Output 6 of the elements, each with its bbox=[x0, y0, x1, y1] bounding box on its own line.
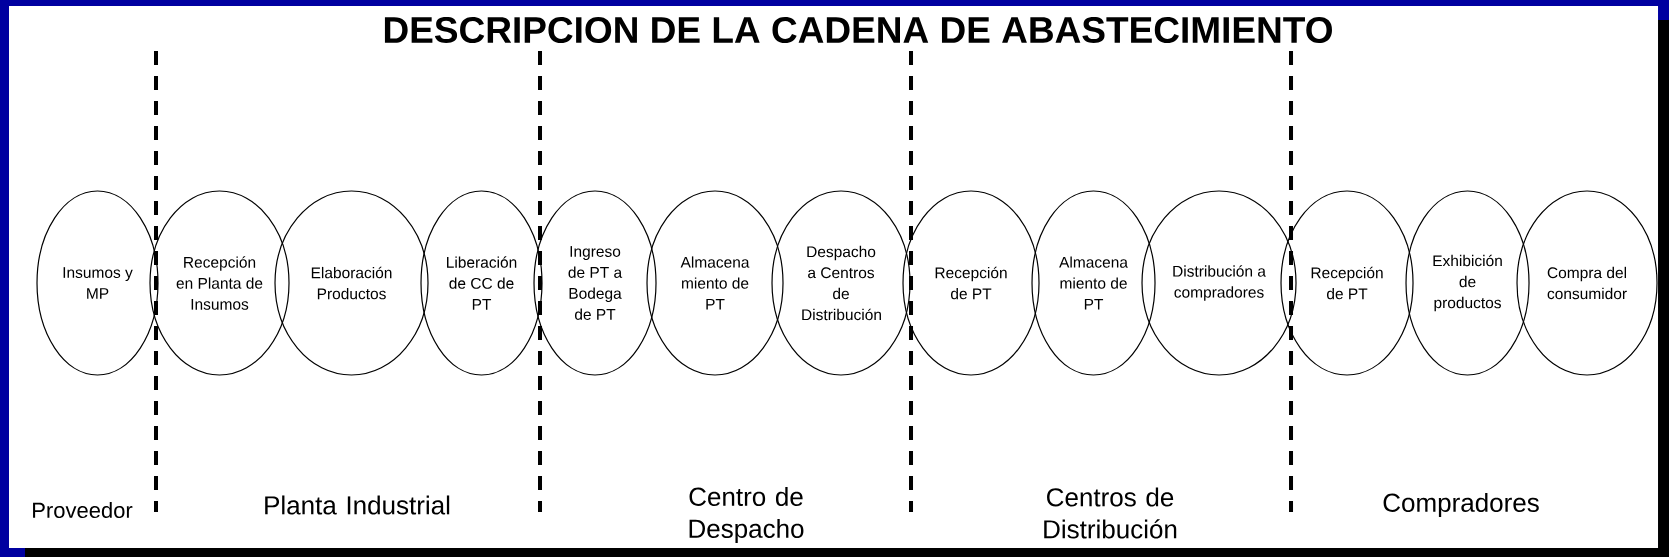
title: DESCRIPCION DE LA CADENA DE ABASTECIMIENTO bbox=[384, 16, 1332, 44]
section-label: Centro de Despacho bbox=[689, 486, 804, 544]
section-label: Planta Industrial bbox=[265, 495, 450, 515]
section-label: Proveedor bbox=[33, 501, 133, 519]
section-label: Compradores bbox=[1383, 492, 1539, 518]
section-label: Centros de Distribución bbox=[1044, 487, 1177, 539]
